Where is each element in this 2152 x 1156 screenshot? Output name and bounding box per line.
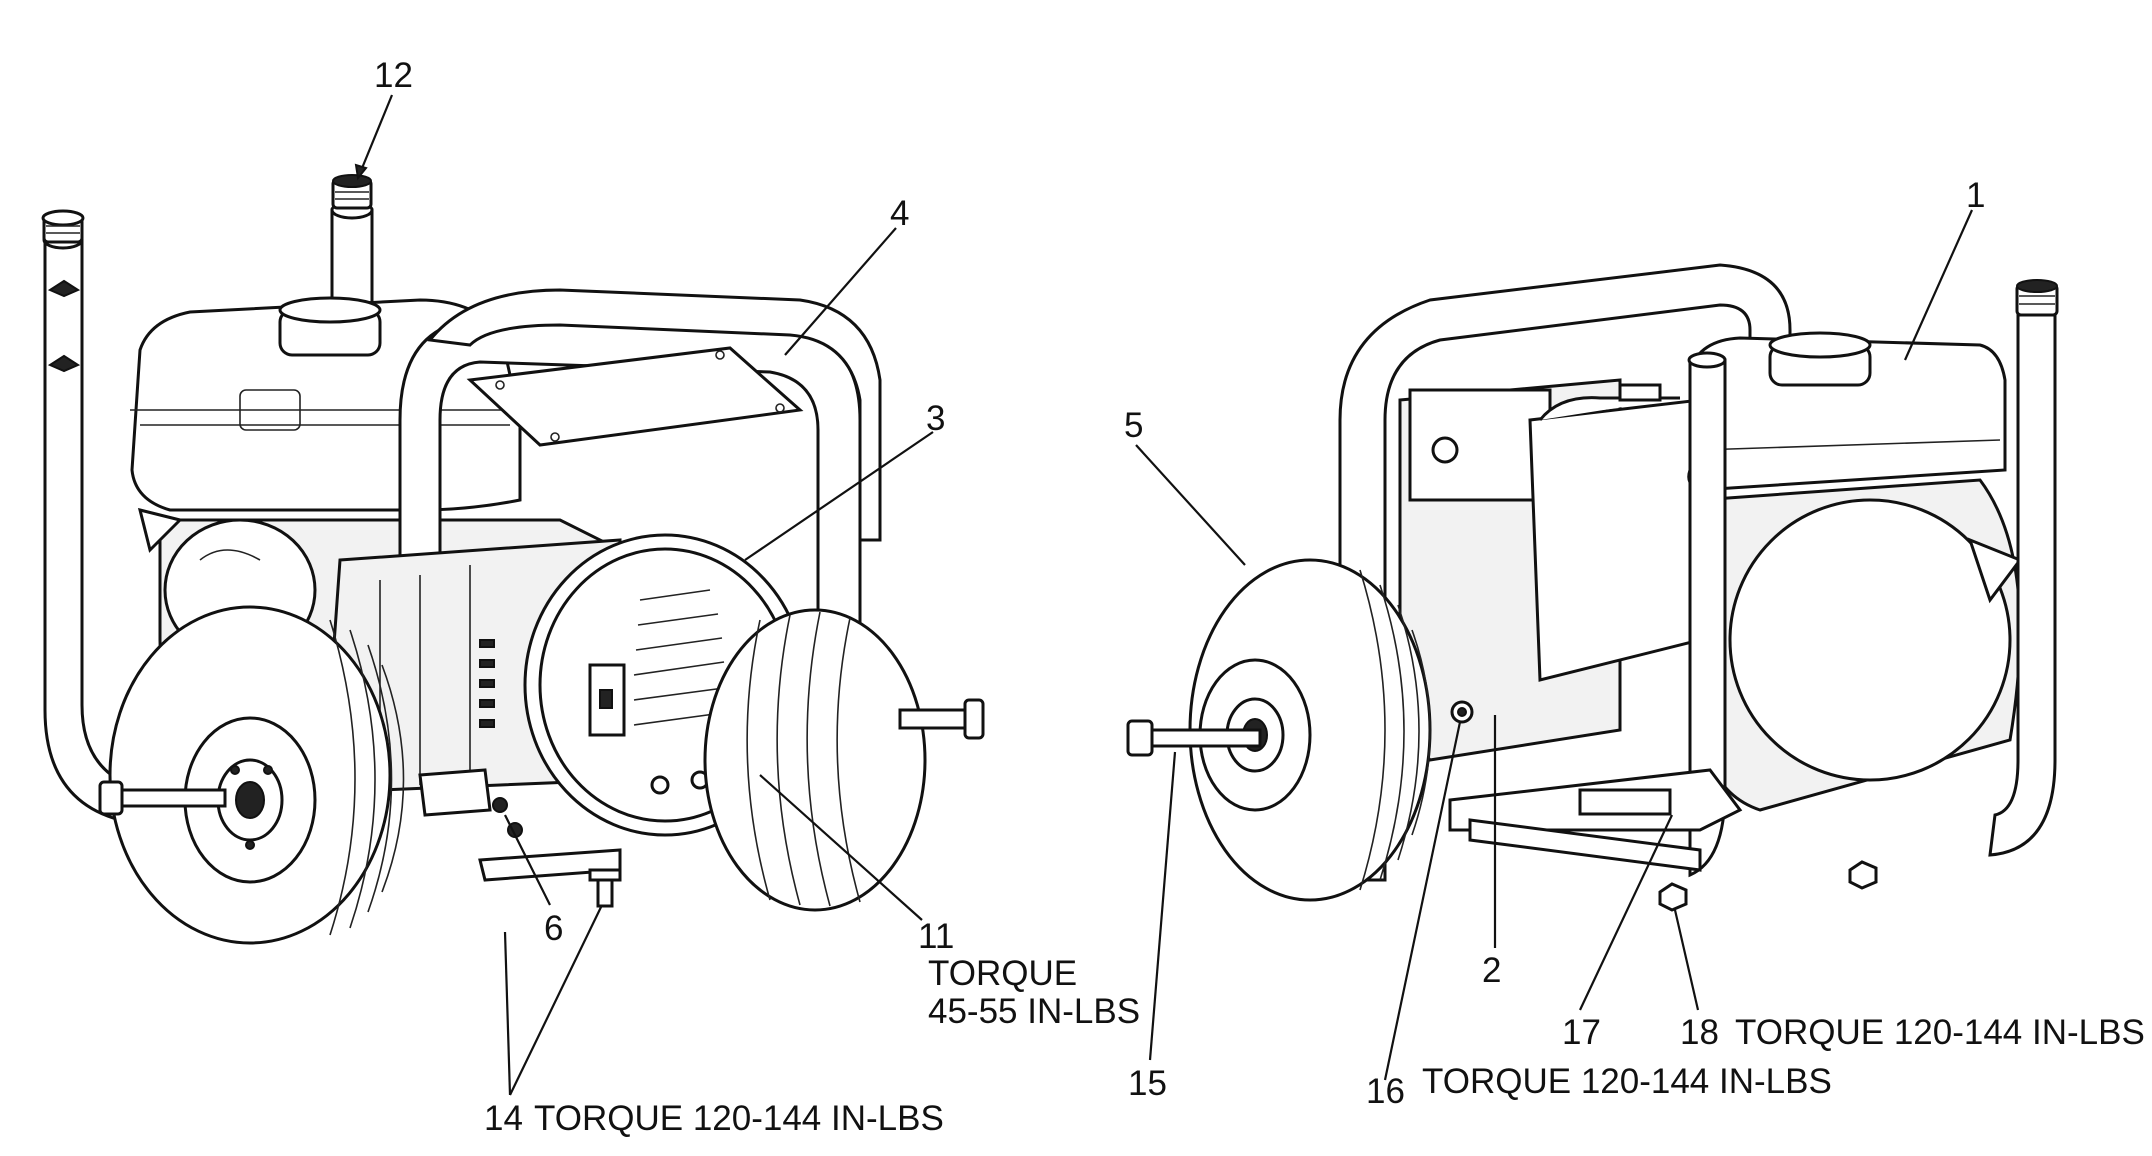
torque-note-14: TORQUE 120-144 IN-LBS (534, 1099, 944, 1138)
engine-block-right (1398, 378, 1702, 762)
rear-wheel-left (703, 608, 985, 912)
nut-spare (1848, 860, 1878, 890)
nut-18 (1658, 882, 1688, 912)
front-wheel-left (108, 605, 405, 945)
torque-note-18: TORQUE 120-144 IN-LBS (1735, 1013, 2145, 1052)
fuel-tank-1 (1687, 331, 2007, 492)
right-generator-assembly (1126, 263, 2059, 912)
label-part-15: 15 (1128, 1064, 1167, 1103)
label-part-6: 6 (544, 909, 563, 948)
label-part-14: 14 (484, 1099, 523, 1138)
base-bracket-17 (1448, 768, 1743, 872)
axle-bolt-15 (1126, 719, 1262, 757)
left-generator-assembly (41, 174, 985, 945)
wheel-5 (1188, 558, 1432, 902)
washer-2 (1450, 700, 1474, 724)
label-part-12: 12 (374, 56, 413, 95)
control-plate-4 (466, 346, 804, 447)
part-labels: 12 4 3 1 5 6 11 14 15 16 2 17 18 TORQUE … (374, 56, 2145, 1138)
torque-note-11-line1: TORQUE (928, 954, 1077, 993)
torque-note-11-line2: 45-55 IN-LBS (928, 992, 1140, 1031)
foot-bracket-6 (418, 768, 622, 882)
bolt-14 (588, 868, 622, 908)
label-part-17: 17 (1562, 1013, 1601, 1052)
handle-cap-left (41, 209, 85, 244)
label-part-4: 4 (890, 194, 909, 233)
right-handle-tube (1988, 279, 2059, 857)
label-part-3: 3 (926, 399, 945, 438)
label-part-18: 18 (1680, 1013, 1719, 1052)
label-part-11: 11 (918, 917, 954, 956)
axle-bolt-left (98, 780, 227, 816)
label-part-5: 5 (1124, 406, 1143, 445)
leader-lines (354, 94, 1974, 1096)
torque-note-16: TORQUE 120-144 IN-LBS (1422, 1062, 1832, 1101)
label-part-1: 1 (1966, 176, 1985, 215)
engine-cover-right (1698, 478, 2023, 812)
label-part-2: 2 (1482, 951, 1501, 990)
label-part-16: 16 (1366, 1072, 1405, 1111)
